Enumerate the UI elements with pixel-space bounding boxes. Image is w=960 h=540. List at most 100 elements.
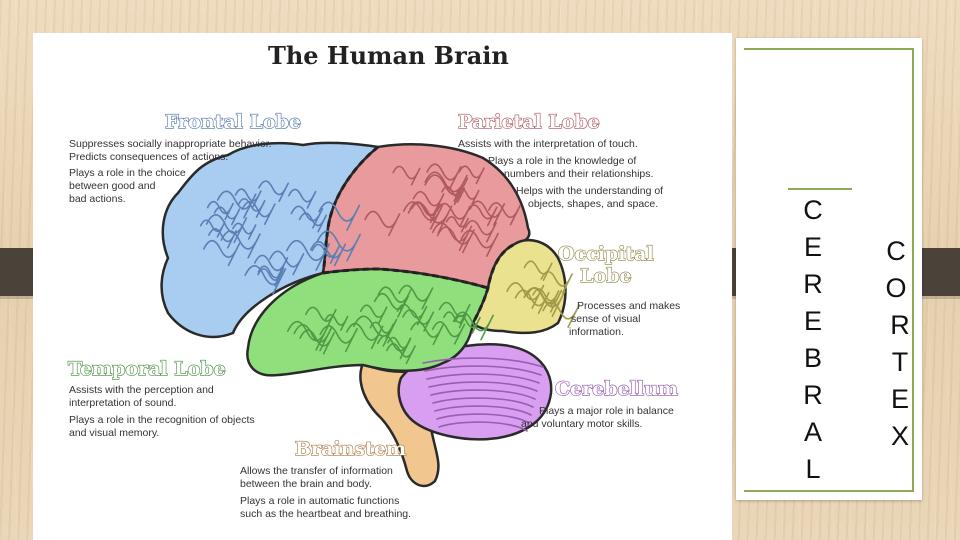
brain-illustration — [160, 141, 580, 488]
gyrus-line — [452, 311, 494, 341]
desc-line: Suppresses socially inappropriate behavi… — [69, 138, 272, 150]
lobe-divider — [471, 243, 514, 324]
desc-line: Plays a major role in balance — [539, 405, 674, 417]
desc-line: Plays a role in the knowledge of — [488, 155, 637, 167]
gyrus-line — [288, 188, 317, 209]
gyrus-line — [438, 301, 471, 325]
gyrus-line — [304, 306, 337, 329]
gyrus-line — [409, 201, 441, 224]
desc-line: and visual memory. — [69, 427, 160, 439]
cortex-word: C O R T E X — [878, 233, 914, 455]
gyrus-line — [402, 309, 435, 332]
gyrus-line — [257, 265, 285, 285]
title-line: Lobe — [580, 264, 633, 287]
letter: E — [803, 306, 822, 336]
gyrus-line — [244, 265, 287, 295]
gyri-pattern — [199, 163, 580, 432]
desc-line: Plays a role in the recognition of objec… — [69, 414, 255, 426]
parietal-lobe-title: Parietal Lobe — [457, 110, 600, 133]
temporal-lobe-desc: Assists with the perception and interpre… — [69, 384, 255, 440]
gyrus-line — [290, 205, 324, 229]
gyrus-line — [487, 202, 521, 226]
desc-line: information. — [569, 326, 624, 338]
folia-line — [422, 357, 544, 368]
gyrus-line — [373, 292, 410, 318]
desc-line: objects, shapes, and space. — [528, 198, 659, 210]
gyrus-line — [445, 216, 470, 233]
gyrus-line — [431, 321, 466, 345]
letter: C — [803, 195, 823, 225]
desc-line: numbers and their relationships. — [504, 168, 654, 180]
letter: E — [803, 232, 822, 262]
letter: L — [805, 454, 821, 484]
text-card — [736, 38, 922, 500]
cerebral-word: C E R E B R A L — [800, 192, 826, 488]
gyrus-line — [458, 165, 485, 185]
frontal-lobe-title: Frontal Lobe — [164, 110, 301, 133]
letter: R — [890, 310, 910, 340]
title-line: Occipital — [557, 242, 654, 265]
cerebellum-title: Cerebellum — [554, 377, 679, 400]
gyrus-line — [269, 250, 305, 276]
gyrus-line — [345, 322, 384, 350]
gyrus-line — [436, 202, 471, 228]
folia-line — [426, 373, 540, 384]
lobe-divider — [321, 145, 379, 274]
gyrus-line — [424, 171, 468, 203]
gyrus-line — [213, 206, 241, 226]
desc-line: Allows the transfer of information — [240, 465, 393, 477]
desc-line: Processes and makes — [577, 300, 681, 312]
gyrus-line — [293, 323, 333, 352]
gyrus-line — [316, 230, 361, 262]
gyrus-line — [443, 311, 468, 329]
gyrus-line — [469, 200, 506, 226]
brainstem-desc: Allows the transfer of information betwe… — [240, 465, 411, 521]
desc-line: Plays a role in the choice — [69, 167, 186, 179]
poster-title: The Human Brain — [268, 41, 509, 70]
folia-line — [430, 389, 536, 400]
gyrus-line — [299, 329, 335, 355]
gyrus-line — [208, 228, 237, 249]
letter: T — [891, 347, 909, 377]
gyrus-line — [410, 321, 444, 346]
gyrus-line — [464, 219, 497, 243]
gyrus-line — [455, 188, 480, 206]
gyrus-line — [431, 222, 473, 252]
desc-line: interpretation of sound. — [69, 397, 177, 409]
desc-line: sense of visual — [571, 313, 641, 325]
letter: R — [803, 269, 823, 299]
temporal-lobe-title: Temporal Lobe — [67, 357, 226, 380]
letter: O — [885, 273, 907, 303]
gyrus-line — [377, 286, 412, 311]
card-frame — [744, 48, 914, 492]
gyrus-line — [309, 240, 346, 267]
gyrus-line — [525, 287, 563, 313]
folia-line — [428, 381, 538, 392]
occipital-lobe-desc: Processes and makes sense of visual info… — [569, 300, 681, 339]
desc-line: Assists with the perception and — [69, 384, 214, 396]
desc-line: Plays a role in automatic functions — [240, 495, 400, 507]
frontal-lobe-desc: Suppresses socially inappropriate behavi… — [69, 138, 272, 206]
occipital-lobe-title: Occipital Lobe — [557, 242, 654, 287]
folia-line — [438, 421, 528, 432]
gyrus-line — [506, 282, 545, 309]
desc-line: between good and — [69, 180, 156, 192]
gyrus-line — [318, 201, 361, 231]
gyrus-line — [369, 321, 395, 340]
desc-line: between the brain and body. — [240, 478, 372, 490]
gyrus-line — [311, 243, 340, 264]
desc-line: Predicts consequences of actions. — [69, 151, 229, 163]
gyrus-line — [387, 336, 412, 354]
gyrus-line — [216, 190, 257, 219]
letter: R — [803, 380, 823, 410]
letter: C — [886, 236, 906, 266]
lobe-divider — [322, 267, 489, 290]
parietal-lobe-desc: Assists with the interpretation of touch… — [458, 138, 663, 211]
desc-line: such as the heartbeat and breathing. — [240, 508, 412, 520]
gyrus-line — [324, 314, 349, 331]
brain-poster: The Human Brain Frontal Lobe Suppresses … — [33, 33, 732, 540]
gyrus-line — [412, 190, 445, 214]
gyrus-line — [258, 180, 289, 203]
gyrus-line — [202, 239, 241, 267]
cerebellum-desc: Plays a major role in balance and volunt… — [521, 405, 674, 431]
